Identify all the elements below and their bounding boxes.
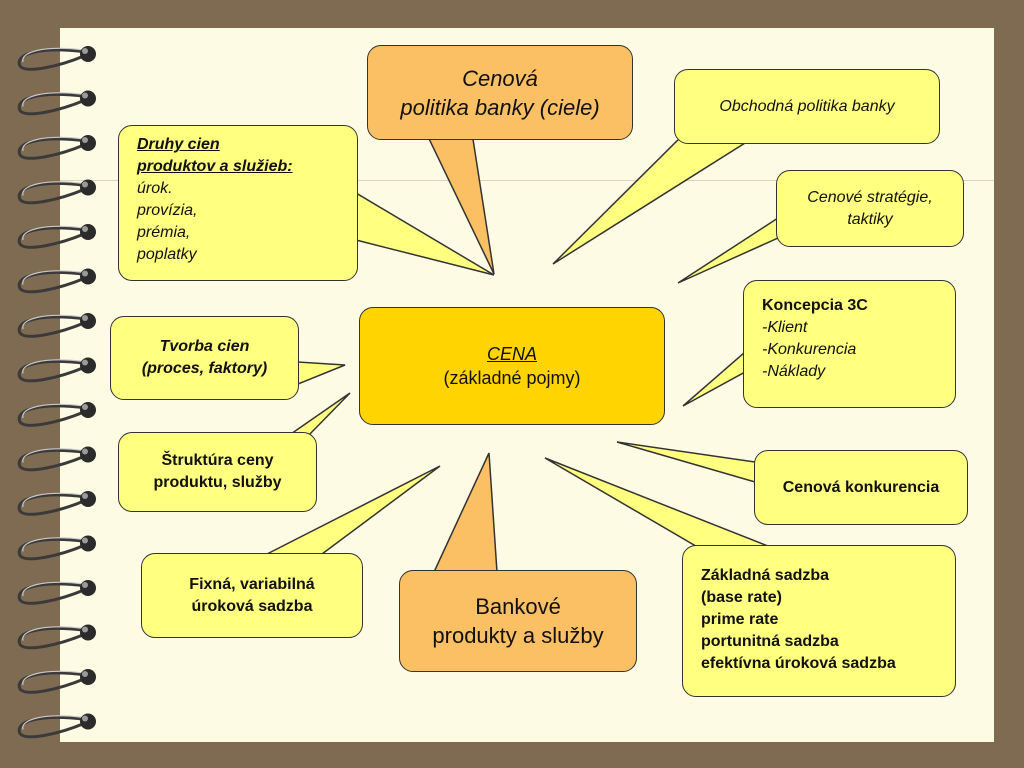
list-item: Základná sadzba [701, 567, 830, 584]
node-title: Koncepcia 3C [762, 297, 868, 314]
node-cenova-politika: Cenová politika banky (ciele) [367, 45, 633, 140]
list-item: prémia, [137, 224, 191, 241]
binding-ring [17, 135, 96, 160]
list-item: efektívna úroková sadzba [701, 655, 896, 672]
list-item: úrok. [137, 180, 173, 197]
node-zakladna-sadzba: Základná sadzba (base rate) prime rate p… [682, 545, 956, 697]
node-title-line: Druhy cien [137, 136, 220, 153]
node-text: Cenová konkurencia [782, 478, 940, 496]
binding-ring [17, 669, 96, 694]
binding-ring [17, 713, 96, 739]
node-line: produkty a služby [432, 623, 604, 648]
binding-ring [17, 90, 96, 116]
node-line: úroková sadzba [191, 597, 313, 615]
node-struktura-ceny: Štruktúra ceny produktu, služby [118, 432, 317, 512]
center-title: CENA [486, 344, 537, 364]
binding-ring [17, 402, 96, 427]
node-line: taktiky [847, 210, 893, 228]
node-koncepcia-3c: Koncepcia 3C -Klient -Konkurencia -Nákla… [743, 280, 956, 408]
binding-ring [17, 580, 96, 605]
pointer-cenove-strategie [677, 216, 779, 284]
node-line: produktu, služby [153, 474, 282, 491]
binding-ring [17, 46, 96, 71]
binding-ring [17, 446, 96, 472]
list-item: poplatky [137, 246, 197, 263]
node-obchodna-politika: Obchodná politika banky [674, 69, 940, 144]
list-item: prime rate [701, 611, 779, 628]
binding-ring [17, 224, 96, 249]
binding-ring [17, 624, 96, 650]
node-bankove-produkty: Bankové produkty a služby [399, 570, 637, 672]
binding-ring [17, 313, 96, 338]
list-item: portunitná sadzba [701, 633, 839, 650]
node-line: Cenová [462, 65, 538, 91]
node-tvorba-cien: Tvorba cien (proces, faktory) [110, 316, 299, 400]
binding-ring [17, 179, 96, 205]
pointer-tvorba-cien [297, 361, 346, 386]
node-line: politika banky (ciele) [400, 94, 600, 120]
list-item: -Konkurencia [762, 341, 857, 358]
node-line: (proces, faktory) [141, 360, 268, 377]
binding-ring [17, 491, 96, 516]
node-cenove-strategie: Cenové stratégie, taktiky [776, 170, 964, 247]
node-text: Obchodná politika banky [719, 97, 895, 115]
list-item: -Náklady [762, 363, 826, 380]
node-druhy-cien: Druhy cien produktov a služieb: úrok. pr… [118, 125, 358, 281]
binding-ring [17, 535, 96, 561]
node-line: Tvorba cien [159, 338, 250, 355]
center-subtitle: (základné pojmy) [443, 368, 581, 388]
binding-ring [17, 268, 96, 294]
spiral-binding [17, 46, 96, 739]
pointer-cenova-konkurencia [616, 441, 756, 483]
node-line: Bankové [475, 594, 561, 619]
list-item: provízia, [137, 202, 198, 219]
pointer-obchodna-politika [552, 127, 747, 265]
node-fixna-variabilna: Fixná, variabilná úroková sadzba [141, 553, 363, 638]
paper-ruled-line [60, 180, 994, 181]
list-item: -Klient [762, 319, 808, 336]
list-item: (base rate) [701, 589, 782, 606]
center-node-cena: CENA (základné pojmy) [359, 307, 665, 425]
node-line: Fixná, variabilná [189, 575, 315, 593]
node-title-line: produktov a služieb: [137, 158, 293, 175]
pointer-bankove-produkty [432, 452, 498, 573]
node-line: Cenové stratégie, [807, 188, 933, 206]
node-cenova-konkurencia: Cenová konkurencia [754, 450, 968, 525]
pointer-koncepcia [682, 350, 746, 407]
binding-ring [17, 357, 96, 383]
node-line: Štruktúra ceny [161, 452, 274, 469]
